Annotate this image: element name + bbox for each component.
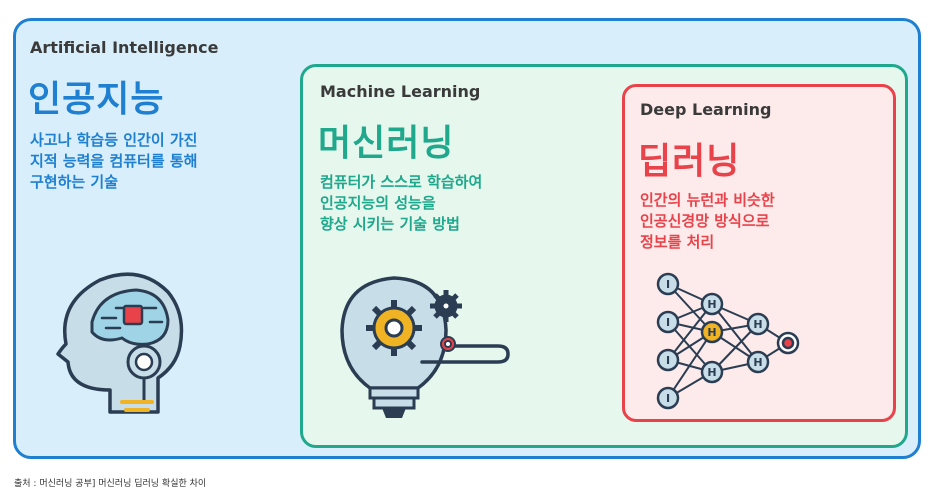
nn-hidden-label: H	[753, 318, 762, 331]
ai-description: 사고나 학습등 인간이 가진 지적 능력을 컴퓨터를 통해 구현하는 기술	[30, 131, 198, 191]
nn-input-label: I	[666, 278, 670, 291]
robot-head-icon	[56, 272, 184, 414]
nn-hidden-label: H	[707, 326, 716, 339]
nn-input-label: I	[666, 392, 670, 405]
nn-hidden-label: H	[707, 366, 716, 379]
dl-title-en: Deep Learning	[640, 100, 772, 119]
nn-input-label: I	[666, 354, 670, 367]
dl-title-ko: 딥러닝	[638, 141, 741, 182]
ai-title-en: Artificial Intelligence	[30, 38, 219, 57]
dl-description: 인간의 뉴런과 비슷한 인공신경망 방식으로 정보를 처리	[640, 191, 775, 251]
neural-network-icon: I I I I H H H H H	[656, 272, 800, 410]
ml-title-en: Machine Learning	[320, 82, 481, 101]
ml-description: 컴퓨터가 스스로 학습하여 인공지능의 성능을 향상 시키는 기술 방법	[320, 173, 483, 233]
lightbulb-gears-icon	[340, 276, 510, 418]
ml-title-ko: 머신러닝	[318, 123, 455, 164]
nn-input-label: I	[666, 316, 670, 329]
nn-hidden-label: H	[753, 356, 762, 369]
ai-title-ko: 인공지능	[28, 79, 165, 120]
source-caption: 출처 : 머신러닝 공부] 머신러닝 딥러닝 확실한 차이	[14, 479, 207, 489]
nn-hidden-label: H	[707, 298, 716, 311]
